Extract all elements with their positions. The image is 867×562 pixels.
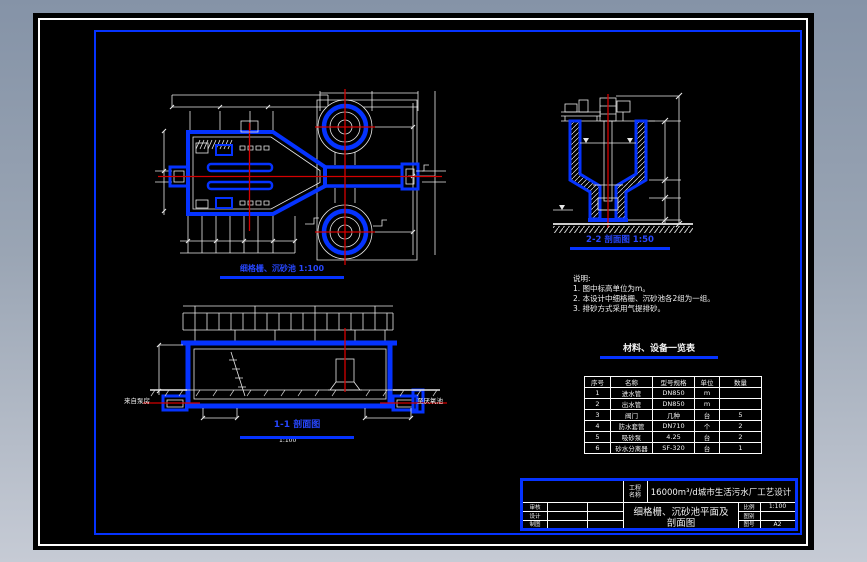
col-header: 序号 xyxy=(584,376,611,388)
table-cell: 1 xyxy=(719,442,762,454)
col-header: 单位 xyxy=(694,376,720,388)
table-cell: 2 xyxy=(719,431,762,443)
note-item: 1. 图中标高单位为m。 xyxy=(573,284,650,293)
table-cell: 阀门 xyxy=(610,409,653,421)
category-value xyxy=(760,511,795,520)
notes-list: 1. 图中标高单位为m。2. 本设计中细格栅、沉砂池各2组为一组。3. 排砂方式… xyxy=(573,284,719,314)
table-cell: 5 xyxy=(719,409,762,421)
outlet-annotation: 至厌氧池 xyxy=(417,397,443,405)
drawing-sheet xyxy=(33,13,814,550)
table-cell: DN850 xyxy=(652,398,695,410)
table-cell: 5 xyxy=(584,431,611,443)
table-cell: 砂水分离器 xyxy=(610,442,653,454)
table-cell xyxy=(719,398,762,410)
table-cell: DN850 xyxy=(652,387,695,399)
table-cell: 台 xyxy=(694,409,720,421)
sign-row-label: 审核 xyxy=(529,504,541,511)
project-name: 16000m³/d城市生活污水厂工艺设计 xyxy=(650,487,792,498)
table-cell: m xyxy=(694,398,720,410)
section-2-2-drawing xyxy=(553,92,693,233)
drawing-title-line1: 细格栅、沉砂池平面及 xyxy=(633,506,729,518)
table-cell: 进水管 xyxy=(610,387,653,399)
notes-title: 说明: xyxy=(573,274,591,283)
inlet-annotation: 来自泵房 xyxy=(124,397,150,405)
project-name-label: 工程 名称 xyxy=(628,484,641,499)
scale-value: 1:100 xyxy=(768,503,787,510)
table-cell xyxy=(719,387,762,399)
sheet-outer-border xyxy=(38,18,808,546)
number-label: 图号 xyxy=(743,522,755,528)
table-cell: 1 xyxy=(584,387,611,399)
plan-view-drawing xyxy=(155,89,446,265)
table-cell: 台 xyxy=(694,442,720,454)
notes-block: 说明: 1. 图中标高单位为m。2. 本设计中细格栅、沉砂池各2组为一组。3. … xyxy=(573,274,719,314)
table-cell: 2 xyxy=(584,398,611,410)
section-1-1-scale: 1:100 xyxy=(279,437,297,444)
table-cell: 台 xyxy=(694,431,720,443)
section-1-1-label: 1-1 剖面图 xyxy=(273,420,321,430)
equipment-table-title: 材料、设备一览表 xyxy=(600,341,718,359)
table-cell: 个 xyxy=(694,420,720,432)
col-header: 型号规格 xyxy=(652,376,695,388)
table-cell: 出水管 xyxy=(610,398,653,410)
col-header: 名称 xyxy=(610,376,653,388)
drawing-title-line2: 剖面图 xyxy=(666,518,696,529)
table-cell: 防水套管 xyxy=(610,420,653,432)
table-cell: SF-320 xyxy=(652,442,695,454)
section-2-2-label: 2-2 剖面图 1:50 xyxy=(570,233,670,250)
table-cell: 几种 xyxy=(652,409,695,421)
number-value: A2 xyxy=(773,520,782,528)
table-cell: DN710 xyxy=(652,420,695,432)
sign-row-label: 制图 xyxy=(529,522,541,528)
note-item: 3. 排砂方式采用气提排砂。 xyxy=(573,304,666,313)
sheet-inner-frame xyxy=(94,30,802,535)
table-cell: 6 xyxy=(584,442,611,454)
table-cell: 2 xyxy=(719,420,762,432)
table-header-row: 序号 名称 型号规格 单位 数量 xyxy=(584,376,762,388)
category-label: 图别 xyxy=(743,513,755,520)
note-item: 2. 本设计中细格栅、沉砂池各2组为一组。 xyxy=(573,294,715,303)
scale-label: 比例 xyxy=(743,504,755,511)
table-cell: m xyxy=(694,387,720,399)
table-cell: 吸砂泵 xyxy=(610,431,653,443)
table-cell: 4.25 xyxy=(652,431,695,443)
sign-row-label: 设计 xyxy=(529,513,541,520)
col-header: 数量 xyxy=(719,376,762,388)
plan-view-label: 细格栅、沉砂池 1:100 xyxy=(220,263,344,279)
section-1-1-underline xyxy=(240,436,354,439)
section-1-1-drawing xyxy=(143,305,447,421)
title-block: 工程 名称 16000m³/d城市生活污水厂工艺设计 审核 设计 制图 细格栅、… xyxy=(520,478,798,531)
table-cell: 3 xyxy=(584,409,611,421)
table-cell: 4 xyxy=(584,420,611,432)
